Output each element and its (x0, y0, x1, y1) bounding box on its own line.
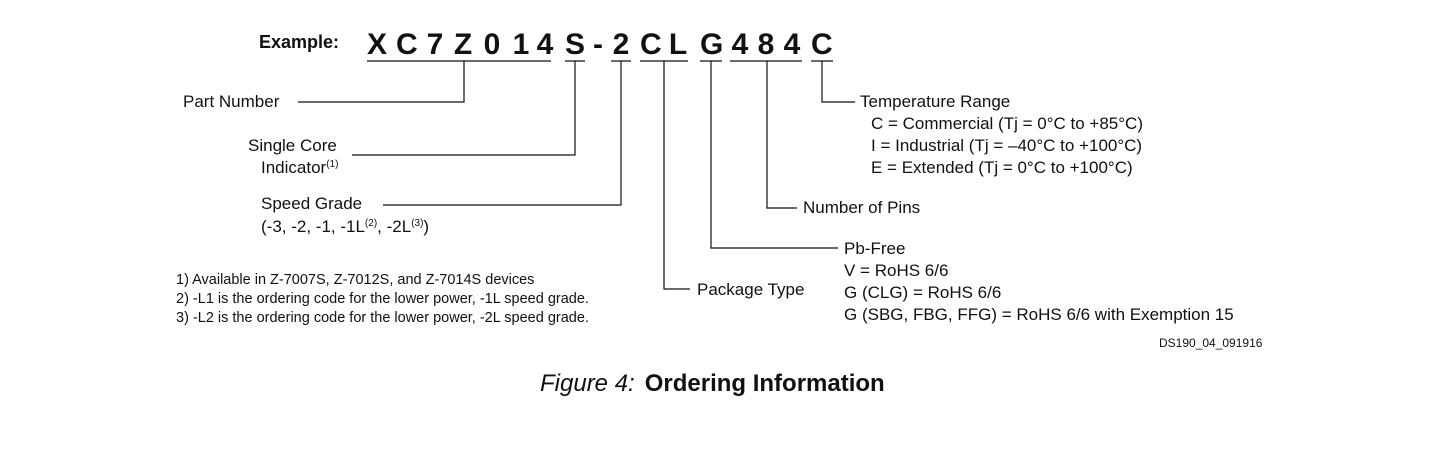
label-package-type: Package Type (697, 280, 805, 299)
leader-pins (766, 61, 797, 209)
part-char: 4 (731, 28, 749, 61)
footnote-1: 1) Available in Z-7007S, Z-7012S, and Z-… (176, 272, 535, 288)
part-char: X (367, 28, 388, 61)
part-char: 1 (512, 28, 530, 61)
figure-code: DS190_04_091916 (1159, 336, 1263, 350)
part-char: G (700, 28, 724, 61)
part-char: 4 (536, 28, 554, 61)
example-label: Example: (259, 32, 340, 52)
label-speed-grade: Speed Grade (261, 194, 363, 213)
footnote-2: 2) -L1 is the ordering code for the lowe… (176, 291, 589, 307)
footnote-3: 3) -L2 is the ordering code for the lowe… (176, 310, 589, 326)
speed-values-c: ) (423, 217, 430, 236)
footnote-ref-3: (3) (411, 218, 424, 229)
part-char: Z (453, 28, 473, 61)
figure-title: Ordering Information (644, 370, 885, 397)
leader-pb-free (710, 61, 838, 249)
label-part-number: Part Number (183, 92, 280, 111)
leader-speed-grade (383, 61, 622, 206)
part-char: 4 (783, 28, 801, 61)
label-number-of-pins: Number of Pins (803, 198, 921, 217)
leader-part-number (298, 61, 465, 103)
leader-single-core (352, 61, 576, 156)
footnote-ref-2: (2) (364, 218, 378, 229)
speed-grade-values: (-3, -2, -1, -1L(2), -2L(3)) (261, 216, 429, 238)
label-single-core: Single Core (248, 136, 337, 155)
label-single-core-indicator: Indicator(1) (261, 157, 338, 179)
part-char: 2 (612, 28, 630, 61)
label-pb-free: Pb-Free (844, 239, 906, 258)
temp-option-extended: E = Extended (Tj = 0°C to +100°C) (871, 158, 1133, 177)
part-char: C (396, 28, 418, 61)
part-char: - (593, 28, 603, 61)
temp-option-commercial: C = Commercial (Tj = 0°C to +85°C) (871, 114, 1143, 133)
label-temperature-range: Temperature Range (860, 92, 1011, 111)
pb-option-v: V = RoHS 6/6 (844, 261, 949, 280)
leader-temperature (821, 61, 855, 103)
part-char: 7 (426, 28, 444, 61)
temp-option-industrial: I = Industrial (Tj = –40°C to +100°C) (871, 136, 1143, 155)
leader-package-type (663, 61, 690, 290)
part-char: S (565, 28, 586, 61)
speed-values-b: , -2L (377, 217, 412, 236)
pb-option-g-clg: G (CLG) = RoHS 6/6 (844, 283, 1002, 302)
speed-values-a: (-3, -2, -1, -1L (261, 217, 365, 236)
figure-number: Figure 4: (540, 370, 635, 397)
part-char: C (811, 28, 833, 61)
pb-option-g-sbg: G (SBG, FBG, FFG) = RoHS 6/6 with Exempt… (844, 305, 1234, 324)
part-char: 0 (483, 28, 501, 61)
single-core-indicator-text: Indicator (261, 158, 327, 177)
part-char: L (668, 28, 688, 61)
part-char: 8 (757, 28, 775, 61)
figure-caption: Figure 4: Ordering Information (540, 369, 885, 399)
footnote-ref-1: (1) (326, 159, 339, 170)
part-char: C (640, 28, 662, 61)
